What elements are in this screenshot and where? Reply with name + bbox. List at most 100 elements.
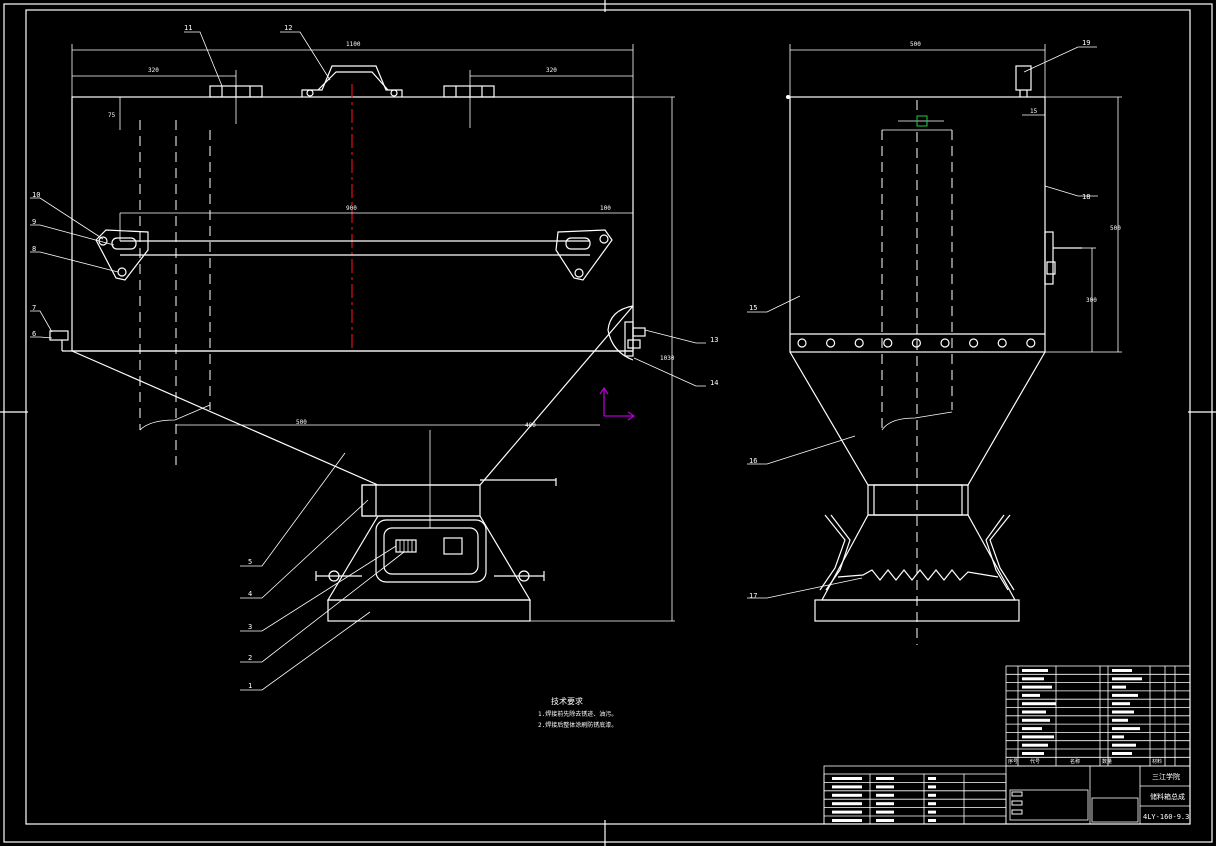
dim-mid-right: 100 xyxy=(600,205,611,212)
parts-list-entry xyxy=(1022,693,1040,697)
part-label-13: 13 xyxy=(710,336,718,344)
revision-entry xyxy=(832,777,862,780)
bolt-hole xyxy=(997,338,1007,348)
part-label-12: 12 xyxy=(284,24,292,32)
part-label-8: 8 xyxy=(32,245,36,253)
title-drawing-name: 储料箱总成 xyxy=(1150,792,1185,801)
notes-line-1: 1.焊接前先除去锈迹、油污。 xyxy=(538,710,617,718)
parts-list-material xyxy=(1112,710,1134,714)
part-label-5: 5 xyxy=(248,558,252,566)
dim-side-lower: 300 xyxy=(1086,297,1097,304)
title-cell xyxy=(1011,809,1023,815)
technical-notes: 技术要求 1.焊接前先除去锈迹、油污。 2.焊接后整体涂刷防锈底漆。 xyxy=(538,696,617,729)
front-dimensions: 1100 320 320 75 900 100 500 400 1030 xyxy=(71,41,675,622)
bolt-hole xyxy=(797,338,807,348)
revision-entry xyxy=(876,810,894,814)
parts-list-material xyxy=(1112,685,1126,689)
dim-bottom-left: 500 xyxy=(296,419,307,426)
spring-17 xyxy=(837,569,999,581)
dim-right-offset: 320 xyxy=(546,67,557,74)
revision-entry xyxy=(928,785,936,789)
part-label-4: 4 xyxy=(248,590,252,598)
parts-list-material xyxy=(1112,727,1140,731)
parts-list-material xyxy=(1112,669,1132,672)
part-label-7: 7 xyxy=(32,304,36,312)
revision-entry xyxy=(876,793,894,797)
bolt-hole xyxy=(940,338,950,348)
revision-entry xyxy=(928,777,936,780)
dim-mid-width: 900 xyxy=(346,205,357,212)
title-block: 序号代号名称数量材料 三江学院 储料箱总成 4LY-160-9.3 xyxy=(823,665,1191,825)
title-cell xyxy=(1011,800,1023,806)
part-label-2: 2 xyxy=(248,654,252,662)
parts-list-material xyxy=(1112,735,1124,739)
part-label-3: 3 xyxy=(248,623,252,631)
dim-bottom-right: 400 xyxy=(525,422,536,429)
side-leaders xyxy=(747,46,1098,599)
title-cell xyxy=(1011,791,1023,797)
dim-top-small: 75 xyxy=(108,112,116,119)
side-bar xyxy=(95,212,633,281)
parts-list-entry xyxy=(1022,677,1044,681)
parts-list-entry xyxy=(1022,685,1052,689)
title-cell xyxy=(1011,809,1023,815)
parts-list-entry xyxy=(1022,710,1046,714)
bolt-hole xyxy=(1026,338,1036,348)
revision-entry xyxy=(876,785,894,789)
top-handle xyxy=(301,65,403,97)
parts-list-header: 材料 xyxy=(1152,758,1162,765)
title-cell xyxy=(1011,800,1023,806)
funnel-outline xyxy=(71,305,634,486)
part-label-6: 6 xyxy=(32,330,36,338)
revision-entry xyxy=(876,802,894,806)
part-label-19: 19 xyxy=(1082,39,1090,47)
revision-entry xyxy=(928,810,936,814)
side-dimensions: 500 15 500 300 xyxy=(789,41,1122,353)
revision-entry xyxy=(928,793,936,797)
bolt-hole xyxy=(825,338,836,348)
parts-list-material xyxy=(1112,718,1128,722)
parts-list-material xyxy=(1112,743,1136,747)
title-cell xyxy=(1011,791,1023,797)
dim-side-height: 500 xyxy=(1110,225,1121,232)
revision-entry xyxy=(876,819,894,822)
front-view: 1100 320 320 75 900 100 500 400 1030 xyxy=(30,24,718,691)
parts-list-entry xyxy=(1022,702,1056,706)
parts-list-header: 名称 xyxy=(1070,758,1080,765)
parts-list-header: 代号 xyxy=(1030,758,1040,765)
parts-list-entry xyxy=(1022,743,1048,747)
outlet-assembly xyxy=(315,430,557,622)
bolt-hole xyxy=(968,338,979,348)
front-leaders xyxy=(30,31,706,691)
bolt-row xyxy=(797,338,1036,348)
revision-entry xyxy=(832,810,862,814)
notes-title: 技术要求 xyxy=(551,696,583,706)
top-lugs xyxy=(209,70,495,128)
part-label-15: 15 xyxy=(749,304,757,312)
part-label-10: 10 xyxy=(32,191,40,199)
bolt-hole xyxy=(883,338,893,348)
parts-list-material xyxy=(1112,693,1138,697)
part-label-1: 1 xyxy=(248,682,252,690)
parts-list-header: 序号 xyxy=(1008,758,1018,765)
dim-height: 1030 xyxy=(660,355,675,362)
part-label-14: 14 xyxy=(710,379,718,387)
dim-side-right-small: 15 xyxy=(1030,108,1038,115)
ucs-icon xyxy=(599,386,636,421)
parts-list-entry xyxy=(1022,727,1042,731)
revision-entry xyxy=(832,785,862,789)
revision-entry xyxy=(876,777,894,780)
revision-entry xyxy=(832,802,862,806)
revision-entry xyxy=(928,819,936,822)
notes-line-2: 2.焊接后整体涂刷防锈底漆。 xyxy=(538,721,617,729)
part-label-16: 16 xyxy=(749,457,757,465)
parts-list-entry xyxy=(1022,669,1048,672)
parts-list-material xyxy=(1112,752,1132,755)
title-school: 三江学院 xyxy=(1152,772,1180,781)
side-funnel xyxy=(789,351,1046,486)
parts-list-entry xyxy=(1022,718,1050,722)
revision-entry xyxy=(832,793,862,797)
